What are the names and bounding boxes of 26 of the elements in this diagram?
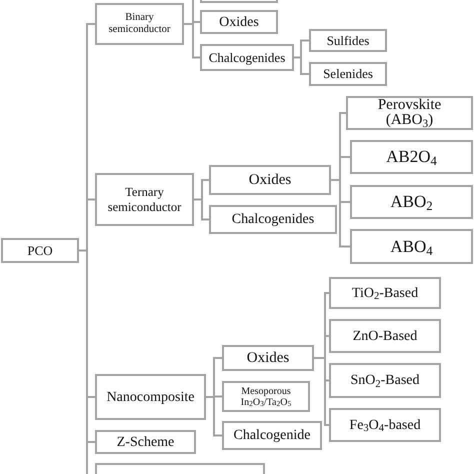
category-box: Oxides <box>222 345 314 371</box>
connector-line <box>184 23 200 58</box>
category-box: Fe$_{3}$O$_{4}$-based <box>329 408 441 442</box>
category-box: PCO <box>1 238 79 263</box>
category-box: Perovskite (ABO$_{3}$) <box>346 96 473 130</box>
category-box: Chalcogenides <box>209 205 337 234</box>
category-box: Oxides <box>209 165 331 195</box>
category-box: SnO$_{2}$-Based <box>329 363 441 398</box>
category-box: TiO$_{2}$-Based <box>329 277 441 309</box>
category-box: Chalcogenides <box>200 44 294 71</box>
category-box: AB2O$_{4}$ <box>350 140 473 174</box>
category-box: Mesoporous In$_{2}$O$_{3}$/Ta$_{2}$O$_{5}$ <box>222 381 310 412</box>
category-box: ABO$_{4}$ <box>350 229 473 264</box>
category-box: ABO$_{2}$ <box>350 185 473 219</box>
connector-line <box>294 56 309 75</box>
connector-line <box>194 198 209 220</box>
category-box: Selenides <box>309 62 387 86</box>
category-box: Binary semiconductor <box>95 3 184 45</box>
connector-line <box>206 396 222 436</box>
category-box: Ternary semiconductor <box>95 173 194 226</box>
category-box: Sulfides <box>309 29 387 52</box>
category-box: Z-Scheme <box>95 430 196 454</box>
category-box: Oxides <box>200 10 278 34</box>
category-box: Nanocomposite <box>95 374 206 420</box>
category-box: ZnO-Based <box>329 319 441 353</box>
category-box: Chalcogenide <box>222 421 322 450</box>
